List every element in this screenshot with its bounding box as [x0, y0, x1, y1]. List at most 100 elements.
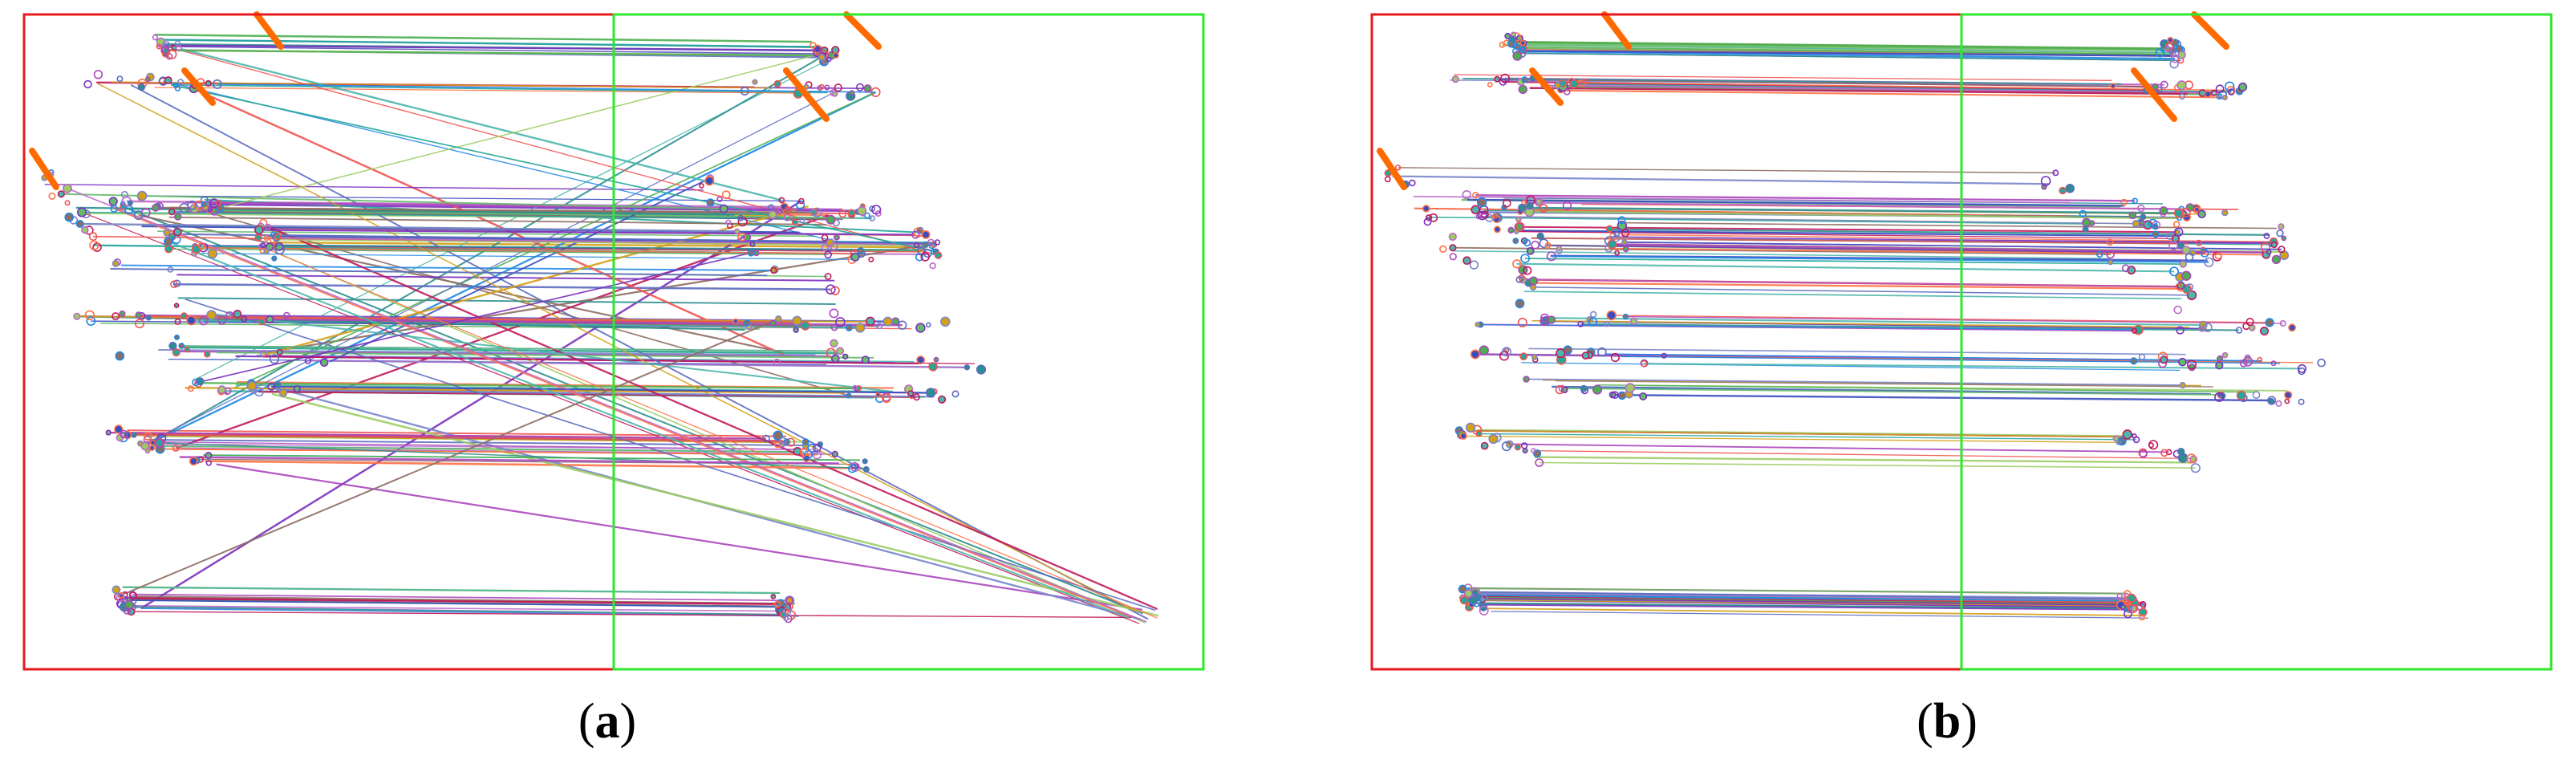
keypoint-marker [1480, 441, 1489, 450]
keypoint-marker [215, 199, 222, 206]
keypoint-marker [2200, 249, 2209, 258]
keypoint-marker [1487, 82, 1493, 87]
keypoint-marker [1423, 217, 1432, 226]
keypoint-marker [2270, 360, 2277, 367]
keypoint-marker [1625, 383, 1636, 393]
keypoint-marker [753, 250, 760, 257]
keypoint-marker [105, 429, 112, 436]
keypoint-marker [276, 348, 283, 355]
keypoint-marker [137, 83, 145, 91]
keypoint-marker [2252, 391, 2261, 399]
match-line [154, 87, 811, 94]
match-line [144, 445, 805, 453]
keypoint-marker [2128, 211, 2137, 220]
keypoint-marker [254, 234, 262, 242]
keypoint-marker [2127, 593, 2136, 603]
match-line [1611, 315, 2270, 323]
edge-stroke [1601, 11, 1632, 50]
keypoint-marker [773, 358, 781, 367]
keypoint-marker [1425, 214, 1433, 221]
edge-stroke [1377, 148, 1407, 190]
keypoint-marker [2160, 449, 2168, 457]
match-line [177, 233, 837, 243]
keypoint-marker [1394, 165, 1402, 171]
keypoint-marker [1465, 422, 1476, 433]
keypoint-marker [2281, 235, 2287, 242]
keypoint-marker [164, 76, 172, 84]
keypoint-marker [830, 286, 840, 295]
keypoint-marker [1422, 205, 1430, 213]
keypoint-marker [785, 596, 793, 605]
keypoint-marker [721, 190, 731, 200]
match-line [67, 188, 1147, 623]
keypoint-marker [319, 358, 329, 368]
keypoint-marker [699, 183, 704, 189]
keypoint-marker [2221, 351, 2229, 359]
keypoint-marker [1569, 79, 1579, 89]
keypoint-marker [81, 225, 89, 234]
match-line [1472, 593, 2132, 601]
keypoint-marker [2242, 322, 2250, 331]
keypoint-marker [836, 347, 845, 355]
keypoint-marker [792, 315, 802, 326]
keypoint-marker [164, 237, 173, 246]
match-line [1462, 597, 2121, 606]
keypoint-marker [850, 252, 860, 262]
keypoint-marker [1515, 299, 1525, 309]
match-line [132, 593, 790, 602]
keypoint-marker [1469, 595, 1479, 606]
keypoint-marker [1555, 384, 1564, 395]
keypoint-marker [184, 347, 190, 353]
keypoint-marker [205, 460, 212, 466]
keypoint-marker [2159, 206, 2168, 216]
keypoint-marker [762, 434, 770, 443]
keypoint-marker [2088, 220, 2095, 226]
keypoint-marker [824, 250, 832, 259]
keypoint-marker [744, 319, 751, 327]
keypoint-marker [1519, 39, 1527, 47]
keypoint-marker [807, 443, 817, 453]
keypoint-marker [2257, 356, 2263, 363]
match-line [276, 389, 935, 398]
match-line [1454, 74, 2112, 81]
keypoint-marker [2181, 208, 2191, 217]
keypoint-marker [2139, 449, 2148, 458]
keypoint-marker [799, 217, 805, 224]
keypoint-marker [84, 310, 95, 320]
keypoint-marker [783, 213, 791, 221]
keypoint-marker [1475, 321, 1481, 327]
keypoint-marker [254, 225, 264, 235]
keypoint-marker [1531, 354, 1538, 360]
keypoint-marker [2284, 391, 2293, 400]
keypoint-marker [1523, 266, 1532, 275]
match-line [1615, 393, 2272, 402]
keypoint-marker [1544, 242, 1552, 249]
match-line [1610, 236, 2270, 244]
match-line [168, 241, 1130, 620]
keypoint-marker [1621, 239, 1628, 246]
keypoint-marker [192, 378, 200, 387]
keypoint-marker [2185, 252, 2194, 262]
keypoint-marker [2221, 95, 2228, 101]
keypoint-marker [1607, 239, 1617, 250]
match-line [110, 268, 768, 277]
keypoint-marker [1503, 199, 1511, 208]
keypoint-marker [2215, 361, 2224, 370]
keypoint-marker [749, 242, 756, 247]
keypoint-marker [1518, 84, 1528, 95]
match-line [1480, 323, 2139, 331]
match-line [1552, 385, 2211, 396]
match-line [216, 351, 874, 359]
match-diagram-a [22, 11, 1205, 671]
keypoint-marker [1429, 213, 1438, 222]
match-line [1523, 50, 2181, 57]
keypoint-marker [148, 445, 156, 451]
match-line [1534, 456, 2191, 464]
edge-stroke [29, 148, 59, 190]
keypoint-marker [1459, 595, 1469, 605]
keypoint-marker [963, 364, 971, 371]
keypoint-marker [1462, 256, 1471, 266]
keypoint-marker [1515, 275, 1523, 283]
match-line [1475, 591, 2133, 600]
keypoint-marker [803, 83, 809, 90]
